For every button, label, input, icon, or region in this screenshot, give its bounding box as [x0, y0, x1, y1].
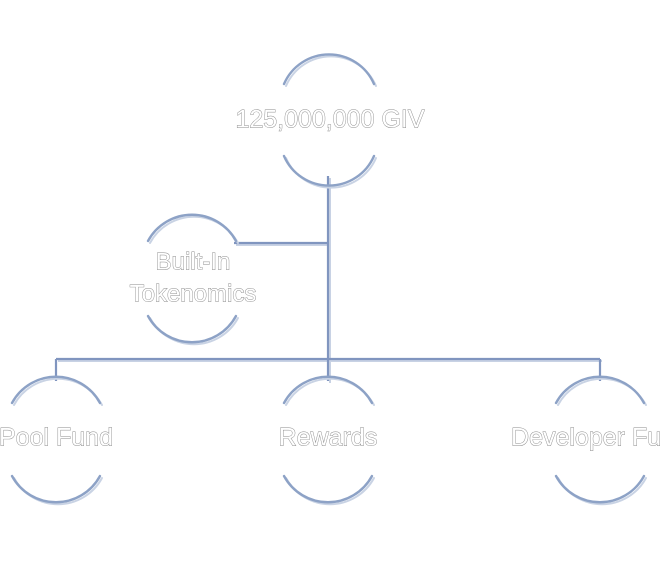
- child-node-label-developer-fund: Developer Fund: [511, 424, 660, 452]
- child-node-developer-fund: Developer Fund: [511, 375, 660, 506]
- root-node-label: 125,000,000 GIV: [235, 106, 424, 134]
- side-node-label-line2: Tokenomics: [130, 280, 257, 307]
- side-node: Built-In Tokenomics: [129, 213, 257, 346]
- child-node-pool-fund: Pool Fund: [0, 375, 113, 506]
- side-node-label-line1: Built-In: [156, 248, 231, 275]
- connector-lines: [54, 176, 602, 383]
- child-node-rewards: Rewards: [278, 375, 378, 506]
- child-node-label-rewards: Rewards: [279, 424, 378, 452]
- child-node-label-pool-fund: Pool Fund: [0, 424, 113, 452]
- root-node: 125,000,000 GIV: [235, 53, 425, 189]
